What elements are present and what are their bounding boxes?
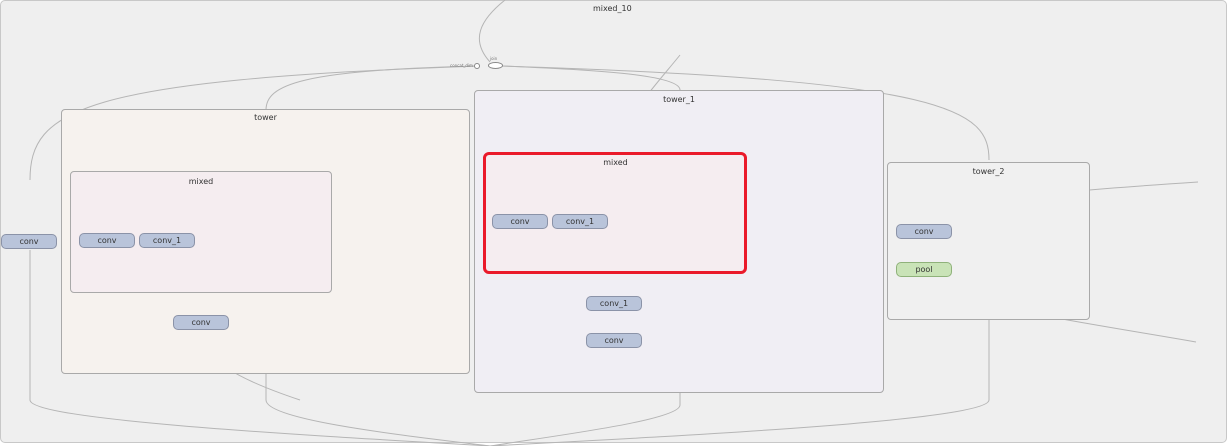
mixed-title: mixed [603, 158, 628, 167]
tower-title: tower [254, 113, 277, 122]
tower-2-group[interactable]: tower_2 [887, 162, 1090, 320]
edge [29, 65, 479, 181]
mixed-title: mixed [188, 177, 214, 186]
tower-2-title: tower_2 [972, 167, 1005, 176]
edge [265, 374, 491, 446]
edge [489, 320, 990, 446]
edge [478, 0, 506, 63]
tower-1-conv1-node[interactable]: conv_1 [586, 296, 642, 311]
edge [489, 392, 681, 446]
tower-2-conv-node[interactable]: conv [896, 224, 952, 239]
edge [265, 65, 479, 111]
tower-1-mixed-conv1-node[interactable]: conv_1 [552, 214, 608, 229]
tower-conv-node[interactable]: conv [173, 315, 229, 330]
tower-2-pool-node[interactable]: pool [896, 262, 952, 277]
concat-dim-label: concat_dim [450, 63, 473, 68]
tower-mixed-conv1-node[interactable]: conv_1 [139, 233, 195, 248]
join-label: join [490, 56, 498, 61]
tower-mixed-group[interactable]: mixed [70, 171, 332, 293]
tower-1-title: tower_1 [663, 95, 695, 104]
tower-1-mixed-conv-node[interactable]: conv [492, 214, 548, 229]
join-node[interactable] [488, 62, 503, 69]
tower-1-mixed-group[interactable]: mixed [486, 155, 745, 272]
tower-1-conv-node[interactable]: conv [586, 333, 642, 348]
left-conv-node[interactable]: conv [1, 234, 57, 249]
graph-title: mixed_10 [593, 4, 632, 13]
edge [29, 250, 491, 446]
tower-mixed-conv-node[interactable]: conv [79, 233, 135, 248]
concat-dim-node[interactable] [474, 63, 480, 69]
